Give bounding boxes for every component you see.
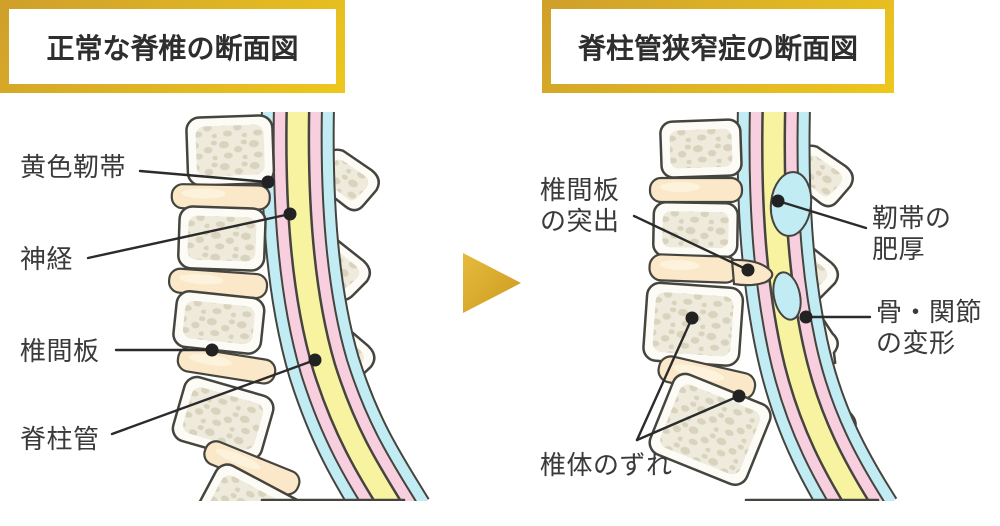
vertebra bbox=[642, 281, 745, 367]
transition-arrow-icon bbox=[460, 250, 524, 316]
label-yellow-ligament: 黄色靭帯 bbox=[20, 152, 127, 182]
label-spinal-canal: 脊柱管 bbox=[20, 424, 100, 454]
title-stenosis: 脊柱管狭窄症の断面図 bbox=[577, 32, 858, 64]
label-disc-protrusion: 椎間板 の突出 bbox=[540, 175, 620, 236]
vertebra bbox=[659, 118, 743, 179]
stenosis-spine-illustration bbox=[642, 112, 898, 501]
title-box-normal: 正常な脊椎の断面図 bbox=[0, 0, 345, 93]
label-bone-joint-deformity: 骨・関節 の変形 bbox=[876, 297, 983, 358]
vertebra bbox=[185, 114, 276, 187]
vertebra bbox=[652, 200, 740, 259]
label-ligament-thickening: 靭帯の 肥厚 bbox=[872, 203, 952, 264]
intervertebral-disc bbox=[648, 176, 744, 204]
vertebra bbox=[177, 205, 267, 272]
title-box-stenosis-inner: 脊柱管狭窄症の断面図 bbox=[551, 9, 885, 84]
normal-spine-illustration bbox=[167, 112, 430, 501]
title-box-stenosis: 脊柱管狭窄症の断面図 bbox=[542, 0, 894, 93]
label-nerve: 神経 bbox=[20, 244, 74, 274]
intervertebral-disc bbox=[648, 253, 739, 284]
spinal-column-bands bbox=[736, 112, 898, 501]
vertebra bbox=[191, 463, 309, 501]
label-vertebral-slip: 椎体のずれ bbox=[540, 450, 673, 480]
spinal-column-bands bbox=[260, 112, 430, 501]
title-normal: 正常な脊椎の断面図 bbox=[46, 32, 299, 64]
title-box-normal-inner: 正常な脊椎の断面図 bbox=[9, 9, 336, 84]
intervertebral-disc bbox=[170, 183, 271, 211]
label-disc: 椎間板 bbox=[20, 336, 100, 366]
thickened-ligament-blob bbox=[772, 271, 802, 321]
vertebra bbox=[172, 290, 266, 355]
